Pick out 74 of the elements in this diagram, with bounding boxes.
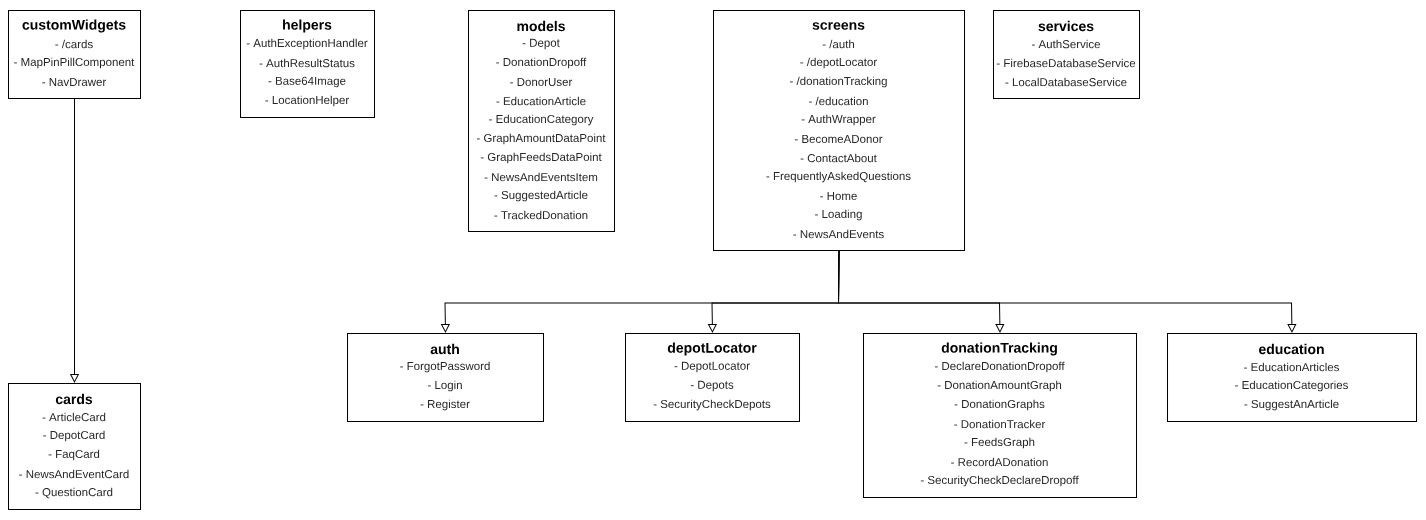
list-item: - NewsAndEventsItem — [484, 172, 598, 182]
list-item: - AuthWrapper — [801, 114, 876, 126]
list-item: - NewsAndEventCard — [19, 469, 129, 479]
list-item: - AuthExceptionHandler — [246, 38, 368, 50]
list-item: - DonationGraphs — [954, 399, 1045, 411]
package-box — [713, 10, 965, 251]
list-item: - Depot — [522, 38, 560, 50]
package-box — [1167, 333, 1417, 422]
list-item: - FeedsGraph — [964, 437, 1035, 449]
list-item: - /cards — [55, 39, 93, 49]
arrow — [838, 250, 1297, 333]
list-item: - ContactAbout — [800, 153, 877, 163]
list-item: - RecordADonation — [951, 457, 1048, 467]
list-item: - ArticleCard — [42, 412, 106, 422]
list-item: - Loading — [815, 209, 862, 221]
list-item: - EducationArticles — [1244, 362, 1339, 372]
list-item: - EducationArticle — [496, 96, 586, 106]
package-box — [863, 333, 1137, 498]
package-title: donationTracking — [941, 342, 1057, 356]
package-title: education — [1259, 343, 1324, 355]
list-item: - Depots — [690, 380, 734, 392]
list-item: - DonationDropoff — [496, 57, 587, 69]
list-item: - EducationCategories — [1235, 380, 1348, 392]
package-title: auth — [430, 343, 459, 355]
list-item: - BecomeADonor — [794, 135, 883, 143]
list-item: - DeclareDonationDropoff — [934, 361, 1065, 373]
list-item: - NewsAndEvents — [793, 229, 884, 239]
package-title: screens — [812, 22, 865, 30]
list-item: - QuestionCard — [35, 487, 113, 499]
list-item: - NavDrawer — [42, 78, 107, 86]
package-box — [993, 10, 1140, 99]
package-title: cards — [55, 393, 93, 405]
list-item: - DonorUser — [510, 78, 573, 86]
list-item: - /auth — [822, 39, 855, 49]
list-item: - EducationCategory — [489, 114, 594, 126]
list-item: - DepotCard — [43, 430, 105, 442]
package-box — [625, 333, 800, 422]
list-item: - GraphFeedsDataPoint — [480, 152, 602, 164]
list-item: - /education — [809, 96, 868, 106]
list-item: - Register — [420, 399, 470, 411]
package-box — [240, 10, 375, 118]
package-box — [8, 10, 141, 99]
list-item: - SecurityCheckDeclareDropoff — [920, 475, 1079, 487]
list-item: - /depotLocator — [800, 57, 877, 69]
list-item: - Home — [820, 192, 857, 200]
list-item: - SuggestedArticle — [494, 190, 588, 202]
list-item: - DepotLocator — [674, 361, 750, 373]
list-item: - /donationTracking — [790, 76, 887, 88]
list-item: - Login — [427, 380, 462, 392]
package-title: models — [517, 20, 565, 32]
package-title: services — [1038, 20, 1094, 32]
list-item: - MapPinPillComponent — [14, 57, 135, 69]
list-item: - FrequentlyAskedQuestions — [766, 171, 911, 183]
list-item: - DonationAmountGraph — [937, 380, 1062, 392]
list-item: - FaqCard — [48, 449, 100, 461]
package-title: customWidgets — [22, 19, 126, 33]
arrow — [70, 98, 79, 383]
list-item: - SecurityCheckDepots — [653, 399, 771, 411]
package-title: helpers — [283, 19, 332, 33]
list-item: - LocalDatabaseService — [1005, 77, 1127, 87]
package-box — [347, 333, 544, 422]
list-item: - DonationTracker — [954, 419, 1046, 429]
list-item: - FirebaseDatabaseService — [996, 58, 1136, 68]
list-item: - TrackedDonation — [494, 210, 588, 220]
package-title: depotLocator — [667, 342, 757, 356]
list-item: - GraphAmountDataPoint — [476, 133, 606, 145]
list-item: - ForgotPassword — [400, 361, 490, 373]
list-item: - AuthResultStatus — [259, 58, 355, 68]
package-box — [8, 383, 141, 510]
list-item: - LocationHelper — [265, 95, 349, 107]
list-item: - SuggestAnArticle — [1244, 399, 1339, 411]
list-item: - Base64Image — [268, 76, 346, 88]
package-box — [468, 10, 615, 232]
list-item: - AuthService — [1032, 39, 1100, 49]
